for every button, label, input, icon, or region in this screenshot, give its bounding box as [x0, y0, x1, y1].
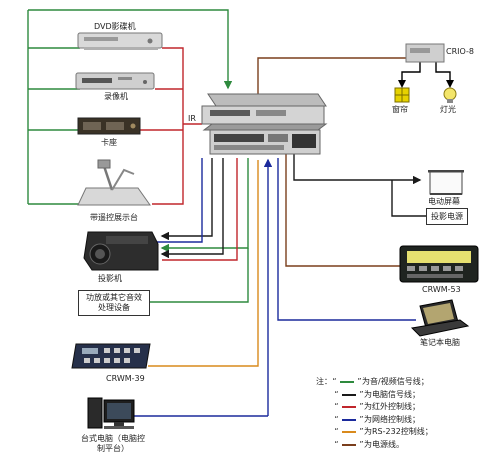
cassette-deck-icon	[77, 117, 141, 135]
light-label: 灯光	[440, 105, 456, 114]
crio8-icon	[405, 43, 445, 63]
legend-swatch-power	[342, 443, 356, 446]
visualizer-icon	[77, 159, 151, 206]
projector-power-label: 投影电源	[431, 211, 463, 221]
laptop-label: 笔记本电脑	[420, 338, 460, 347]
rs232-control-lines	[148, 160, 259, 367]
legend-row: “ ” 为RS-232控制线；	[316, 426, 433, 439]
legend-quote: “	[334, 439, 339, 449]
laptop-icon	[410, 299, 470, 337]
legend-swatch-av	[340, 381, 354, 384]
curtain-label: 窗帘	[392, 105, 408, 114]
av-signal-lines	[27, 9, 249, 303]
legend-row: “ ” 为电源线。	[316, 439, 433, 452]
projector-power-box: 投影电源	[426, 208, 468, 225]
legend: 注： “ ” 为音/视频信号线； “ ” 为电脑信号线； “ ” 为红外控制线；…	[316, 376, 433, 451]
crio8-label: CRIO-8	[446, 47, 474, 56]
legend-quote: ”	[359, 402, 364, 411]
legend-swatch-ir	[342, 406, 356, 409]
legend-quote: “	[334, 427, 339, 436]
dvd-label: DVD影碟机	[94, 22, 136, 31]
legend-quote: ”	[359, 414, 364, 424]
desktop-label: 台式电脑（电脑控制平台）	[81, 434, 145, 453]
desktop-computer-icon	[87, 397, 135, 429]
legend-row: “ ” 为电脑信号线；	[316, 389, 433, 402]
vcr-icon	[75, 72, 155, 90]
legend-row: 注： “ ” 为音/视频信号线；	[316, 376, 433, 389]
amp-box: 功放或其它音效处理设备	[78, 290, 150, 316]
visualizer-label: 带遥控展示台	[90, 213, 138, 222]
dvd-player-icon	[77, 32, 163, 50]
legend-quote: ”	[357, 377, 362, 386]
curtain-icon	[394, 87, 410, 103]
legend-quote: ”	[359, 427, 364, 436]
amp-label: 功放或其它音效处理设备	[86, 293, 142, 312]
ir-control-lines	[140, 47, 238, 261]
legend-quote: ”	[359, 389, 364, 399]
legend-quote: “	[334, 389, 339, 399]
crwm39-keypad-icon	[71, 343, 151, 369]
legend-text: 为红外控制线；	[364, 402, 420, 411]
crwm53-label: CRWM-53	[422, 285, 461, 294]
crwm53-panel-icon	[399, 245, 479, 283]
legend-title: 注：	[316, 377, 332, 386]
legend-text: 为电脑信号线；	[364, 389, 420, 399]
legend-quote: “	[332, 377, 337, 386]
legend-text: 为电源线。	[364, 439, 404, 449]
cassette-label: 卡座	[101, 138, 117, 147]
legend-row: “ ” 为红外控制线；	[316, 401, 433, 414]
legend-quote: “	[334, 402, 339, 411]
legend-text: 为网络控制线；	[364, 414, 420, 424]
legend-quote: ”	[359, 439, 364, 449]
crio-output-lines	[401, 62, 451, 80]
legend-text: 为RS-232控制线；	[364, 427, 433, 436]
legend-swatch-pc	[342, 393, 356, 396]
crwm39-label: CRWM-39	[106, 374, 145, 383]
motorized-screen-icon	[428, 170, 464, 195]
legend-row: “ ” 为网络控制线；	[316, 414, 433, 427]
legend-quote: “	[334, 414, 339, 424]
legend-swatch-net	[342, 418, 356, 421]
projector-icon	[83, 231, 159, 271]
power-lines	[257, 57, 406, 267]
computer-signal-lines	[160, 153, 426, 259]
matrix-switcher-icon	[201, 93, 328, 155]
ir-label: IR	[188, 114, 196, 123]
legend-text: 为音/视频信号线；	[362, 377, 429, 386]
screen-label: 电动屏幕	[428, 197, 460, 206]
network-control-lines	[130, 158, 416, 417]
legend-swatch-rs232	[342, 431, 356, 434]
light-bulb-icon	[443, 87, 457, 103]
vcr-label: 录像机	[104, 92, 128, 101]
projector-label: 投影机	[98, 274, 122, 283]
